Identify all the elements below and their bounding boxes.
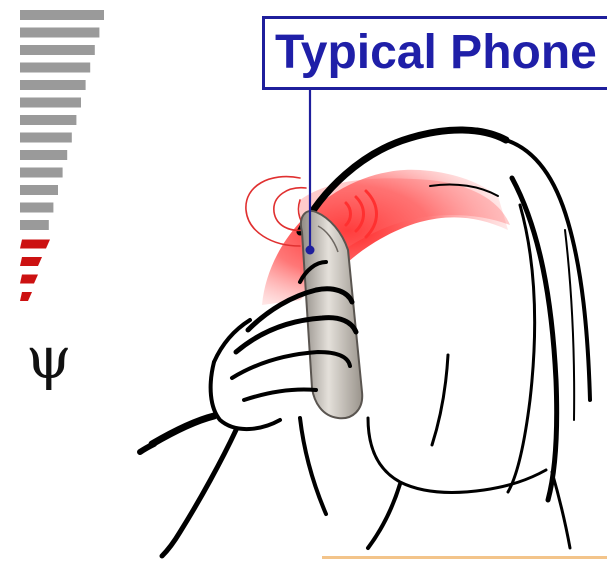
scale-bar-red (20, 240, 50, 249)
psi-symbol: ψ (26, 328, 71, 388)
head-heat-zone (262, 170, 510, 305)
scale-bar-gray (20, 133, 72, 143)
scale-bar-gray (20, 168, 63, 178)
scale-bar-red (20, 292, 32, 301)
phone-label: Typical Phone (262, 16, 607, 90)
scale-bar-gray (20, 98, 81, 108)
scale-bar-gray (20, 185, 58, 195)
scale-bar-gray (20, 203, 53, 213)
scale-bar-gray (20, 63, 90, 73)
scale-bar-red (20, 257, 42, 266)
scale-bar-gray (20, 115, 76, 125)
scale-bar-red (20, 275, 38, 284)
scale-bar-gray (20, 220, 49, 230)
scale-bar-gray (20, 10, 104, 20)
divider-line (322, 556, 607, 559)
scale-bar-gray (20, 28, 99, 38)
scale-bar-gray (20, 150, 67, 160)
scale-bar-gray (20, 80, 86, 90)
scale-bar-gray (20, 45, 95, 55)
sar-scale-bars (20, 10, 104, 301)
